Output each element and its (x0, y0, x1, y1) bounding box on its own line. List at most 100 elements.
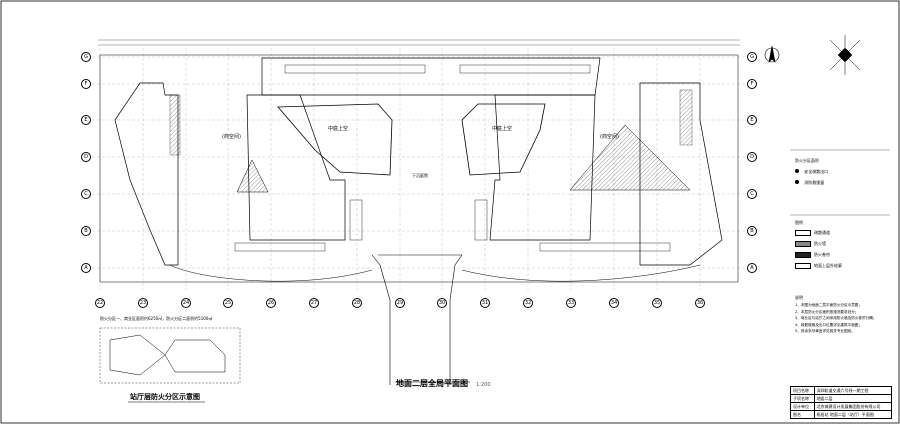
title-block-key: 子项名称 (790, 394, 815, 403)
legend-label: 防火墙 (814, 241, 826, 246)
title-block-value: 深圳轨道交通六号线一期工程 (813, 386, 893, 395)
legend-label: 防火卷帘 (814, 252, 830, 257)
column-axis-label: 29 (395, 298, 405, 308)
row-axis-label: E (81, 115, 91, 125)
exit-marker-icon (795, 169, 799, 173)
atrium-label-right: 中庭上空 (492, 126, 513, 132)
column-axis-label: 27 (309, 298, 319, 308)
column-axis-label: 28 (352, 298, 362, 308)
note-line: 1、本图为地面二层平面防火分区示意图； (795, 303, 862, 307)
approach-curve-left (169, 264, 373, 282)
title-block-key: 图名 (790, 410, 815, 419)
inset-frame (99, 327, 241, 384)
atrium-void-right (461, 103, 546, 176)
legend-item: 地面上层外轮廓 (795, 263, 890, 269)
title-block-key: 设计单位 (790, 402, 815, 411)
central-corridor (371, 254, 463, 385)
approach-curve-right (461, 264, 701, 282)
drawing-scale: 1:200 (476, 382, 491, 388)
hatched-void-right (569, 124, 691, 191)
notes-panel: 说明 1、本图为地面二层平面防火分区示意图； 2、本层防火分区面积按规范要求划分；… (795, 295, 890, 336)
row-axis-label: D (747, 152, 757, 162)
building-outline (99, 54, 739, 283)
note-line: 4、疏散楼梯及出口位置详见建筑平面图； (795, 322, 862, 327)
title-block-key: 项目名称 (790, 386, 815, 395)
legend: 图例 疏散通道防火墙防火卷帘地面上层外轮廓 (795, 220, 890, 269)
legend-swatch (795, 230, 811, 236)
inset-plan-shape (109, 334, 226, 376)
column-axis-label: 36 (695, 298, 705, 308)
column-axis-label: 25 (223, 298, 233, 308)
drawing-title: 地面二层全局平面图 (396, 378, 468, 388)
drawing-title-block: 地面二层全局平面图 1:200 (396, 371, 491, 390)
legend-label: 地面上层外轮廓 (814, 263, 842, 268)
zone-label-left: (商空间) (222, 134, 241, 140)
title-block-row: 图名枢纽站 地面二层（站厅）平面图 (790, 410, 893, 419)
column-axis-label: 33 (566, 298, 576, 308)
exit-marker-row: 安全疏散出口 (795, 169, 890, 174)
row-axis-label: A (81, 263, 91, 273)
title-block-row: 设计单位北京城建设计发展集团股份有限公司 (790, 402, 893, 411)
north-arrow (764, 45, 780, 63)
exit-marker-label: 安全疏散出口 (804, 169, 829, 174)
title-block-value: 北京城建设计发展集团股份有限公司 (813, 402, 893, 411)
atrium-label-left: 中庭上空 (328, 126, 349, 132)
fire-zone-label: 防火分区面积 (795, 158, 819, 163)
wind-rose (829, 35, 861, 75)
legend-fire-zone: 防火分区面积 安全疏散出口 消防救援窗 (795, 158, 890, 185)
zone-label-right: (商空间) (600, 134, 619, 140)
row-axis-label: E (747, 115, 757, 125)
inset-note: 防火分区一、商业区面积约6250㎡，防火分区二面积约5100㎡ (100, 316, 213, 321)
legend-label: 疏散通道 (814, 230, 830, 235)
hatched-block-right (679, 89, 693, 146)
legend-item: 防火墙 (795, 241, 890, 247)
legend-title: 图例 (795, 220, 803, 225)
window-marker-label: 消防救援窗 (804, 180, 825, 185)
column-axis-label: 34 (609, 298, 619, 308)
notes-lines: 1、本图为地面二层平面防火分区示意图； 2、本层防火分区面积按规范要求划分； 3、商… (795, 303, 890, 334)
note-line: 5、其余未尽事宜详见相关专业图纸。 (795, 329, 855, 333)
legend-items: 疏散通道防火墙防火卷帘地面上层外轮廓 (795, 230, 890, 269)
note-line: 2、本层防火分区面积按规范要求划分； (795, 309, 859, 314)
legend-swatch (795, 252, 811, 258)
row-axis-label: G (81, 52, 91, 62)
column-axis-label: 35 (652, 298, 662, 308)
row-axis-label: F (747, 79, 757, 89)
title-block-row: 项目名称深圳轨道交通六号线一期工程 (790, 386, 893, 395)
legend-item: 疏散通道 (795, 230, 890, 236)
title-block-value: 地面二层 (813, 394, 893, 403)
legend-item: 防火卷帘 (795, 252, 890, 258)
legend-swatch (795, 241, 811, 247)
title-block: 项目名称深圳轨道交通六号线一期工程子项名称地面二层设计单位北京城建设计发展集团股… (790, 386, 893, 419)
row-axis-label: G (747, 52, 757, 62)
top-dimension-chain (98, 39, 740, 46)
column-axis-label: 30 (437, 298, 447, 308)
column-axis-label: 22 (95, 298, 105, 308)
notes-title: 说明 (795, 295, 803, 300)
row-axis-label: F (81, 79, 91, 89)
row-axis-label: B (81, 226, 91, 236)
title-block-value: 枢纽站 地面二层（站厅）平面图 (813, 410, 893, 419)
column-axis-label: 31 (480, 298, 490, 308)
row-axis-label: C (747, 189, 757, 199)
window-marker-row: 消防救援窗 (795, 180, 890, 185)
atrium-void-left (277, 103, 393, 176)
note-line: 3、商业区与站厅之间采用防火墙及防火卷帘分隔； (795, 316, 877, 320)
hatched-block-left (169, 94, 181, 156)
column-axis-label: 26 (266, 298, 276, 308)
center-label: 下沉庭院 (412, 173, 428, 178)
row-axis-label: C (81, 189, 91, 199)
escalators (234, 64, 671, 252)
column-axis-label: 32 (523, 298, 533, 308)
inset-title: 站厅层防火分区示意图 (130, 392, 200, 401)
window-marker-icon (795, 180, 799, 184)
row-axis-label: B (747, 226, 757, 236)
column-axis-label: 23 (138, 298, 148, 308)
row-axis-label: D (81, 152, 91, 162)
hatched-void-left (236, 159, 269, 193)
column-axis-label: 24 (181, 298, 191, 308)
legend-swatch (795, 263, 811, 269)
title-block-row: 子项名称地面二层 (790, 394, 893, 403)
